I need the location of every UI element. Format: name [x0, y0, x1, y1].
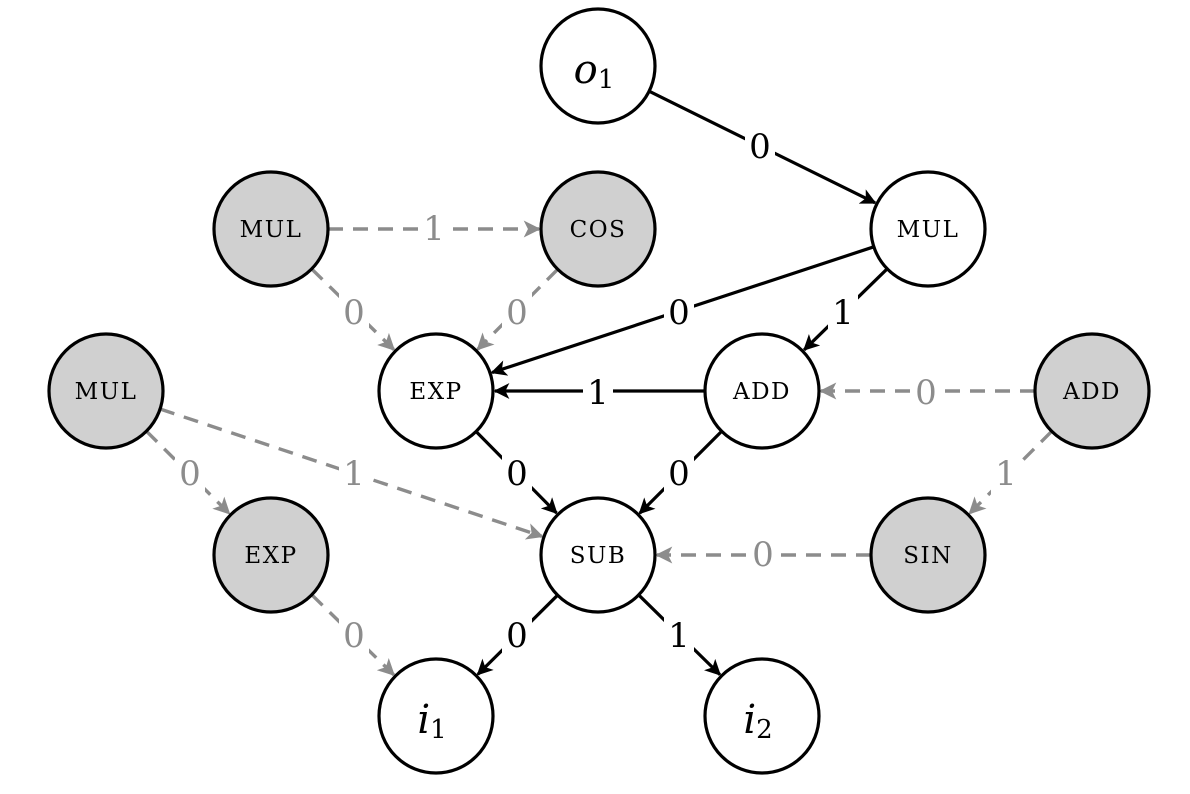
edge-label-mul-right-to-exp-center: 0: [668, 293, 690, 333]
node-label-i2: i2: [743, 697, 772, 745]
edge-label-background: [664, 291, 694, 335]
node-sub: SUB: [539, 496, 657, 614]
node-mul-top-left: MUL: [212, 170, 330, 288]
node-label-exp-left: EXP: [244, 543, 297, 569]
node-circle: [212, 170, 330, 288]
edge-label-background: [745, 125, 775, 169]
node-circle: [377, 332, 495, 450]
node-label-o1: o1: [574, 47, 615, 95]
node-circle: [539, 170, 657, 288]
edge-label-background: [664, 452, 694, 496]
edge-label-background: [339, 291, 369, 335]
edge-label-background: [502, 452, 532, 496]
node-label-cos: COS: [570, 217, 627, 243]
node-label-mul-top-left: MUL: [240, 217, 303, 243]
node-circle: [212, 496, 330, 614]
edge-label-background: [828, 291, 858, 335]
edge-label-add-right-to-sin: 1: [995, 454, 1017, 494]
node-sin: SIN: [869, 496, 987, 614]
edge-label-mul-left-to-sub: 1: [343, 454, 365, 494]
edge-label-background: [339, 614, 369, 658]
edge-label-mul-left-to-exp-left: 0: [179, 454, 201, 494]
node-i1: i1: [377, 657, 495, 775]
edge-layer: 0 0 1 1 0 0 0 1 1 0 0 0 1 0 0 1 0: [145, 89, 1053, 677]
node-circle: [1033, 332, 1151, 450]
edge-label-mul-top-left-to-exp-center: 0: [343, 293, 365, 333]
node-label-exp-center: EXP: [409, 379, 462, 405]
edge-label-sub-to-i2: 1: [668, 616, 690, 656]
node-circle: [869, 496, 987, 614]
edge-label-exp-center-to-sub: 0: [506, 454, 528, 494]
node-label-mul-left: MUL: [75, 379, 138, 405]
edge-label-background: [175, 452, 205, 496]
edge-label-cos-to-exp-center: 0: [506, 293, 528, 333]
node-label-add-right: ADD: [1062, 379, 1121, 405]
node-mul-left: MUL: [47, 332, 165, 450]
node-label-mul-right: MUL: [897, 217, 960, 243]
edge-label-exp-left-to-i1: 0: [343, 616, 365, 656]
edge-label-background: [419, 207, 449, 251]
edge-label-mul-right-to-add-center: 1: [832, 293, 854, 333]
node-circle: [869, 170, 987, 288]
node-circle: [703, 332, 821, 450]
edge-label-add-right-to-add-center: 0: [915, 373, 937, 413]
edge-label-add-center-to-sub: 0: [668, 454, 690, 494]
edge-label-background: [502, 291, 532, 335]
node-circle: [377, 657, 495, 775]
node-label-i1: i1: [417, 697, 446, 745]
node-add-right: ADD: [1033, 332, 1151, 450]
node-cos: COS: [539, 170, 657, 288]
node-i2: i2: [703, 657, 821, 775]
edge-label-background: [583, 371, 613, 415]
node-label-sub: SUB: [570, 543, 627, 569]
node-label-sin: SIN: [903, 543, 952, 569]
node-add-center: ADD: [703, 332, 821, 450]
node-exp-center: EXP: [377, 332, 495, 450]
node-exp-left: EXP: [212, 496, 330, 614]
edge-label-background: [502, 614, 532, 658]
node-circle: [47, 332, 165, 450]
edge-label-add-center-to-exp-center: 1: [587, 373, 609, 413]
node-circle: [539, 7, 657, 125]
edge-label-mul-top-left-to-cos: 1: [423, 209, 445, 249]
node-o1: o1: [539, 7, 657, 125]
edge-label-background: [911, 371, 941, 415]
edge-label-o1-to-mul-right: 0: [749, 127, 771, 167]
edge-label-sub-to-i1: 0: [506, 616, 528, 656]
node-label-add-center: ADD: [732, 379, 791, 405]
edge-label-background: [664, 614, 694, 658]
edge-label-background: [748, 533, 778, 577]
node-circle: [703, 657, 821, 775]
node-mul-right: MUL: [869, 170, 987, 288]
edge-label-background: [991, 452, 1021, 496]
node-circle: [539, 496, 657, 614]
edge-label-sin-to-sub: 0: [752, 535, 774, 575]
edge-label-background: [339, 452, 369, 496]
